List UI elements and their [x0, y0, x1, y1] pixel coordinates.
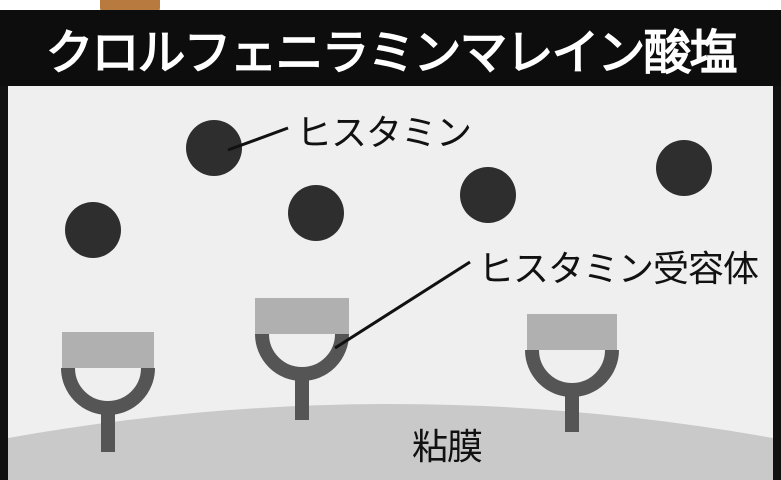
- mucosa-label: 粘膜: [412, 427, 483, 468]
- histamine-molecule: [186, 120, 242, 176]
- brand-tab: [100, 0, 160, 12]
- histamine-receptor: [255, 298, 349, 420]
- diagram-title: クロルフェニラミンマレイン酸塩: [45, 25, 737, 81]
- receptor-leader-line: [334, 260, 471, 350]
- histamine-molecule: [288, 185, 344, 241]
- mucosa-surface: [8, 404, 773, 480]
- histamine-molecule: [460, 167, 516, 223]
- histamine-receptor: [525, 314, 619, 432]
- title-bar: クロルフェニラミンマレイン酸塩: [0, 10, 781, 86]
- receptor-label: ヒスタミン受容体: [478, 249, 759, 290]
- histamine-leader-line: [227, 126, 289, 152]
- histamine-molecule: [65, 202, 121, 258]
- histamine-label: ヒスタミン: [296, 113, 472, 154]
- histamine-molecule: [656, 140, 712, 196]
- histamine-receptor: [61, 332, 155, 452]
